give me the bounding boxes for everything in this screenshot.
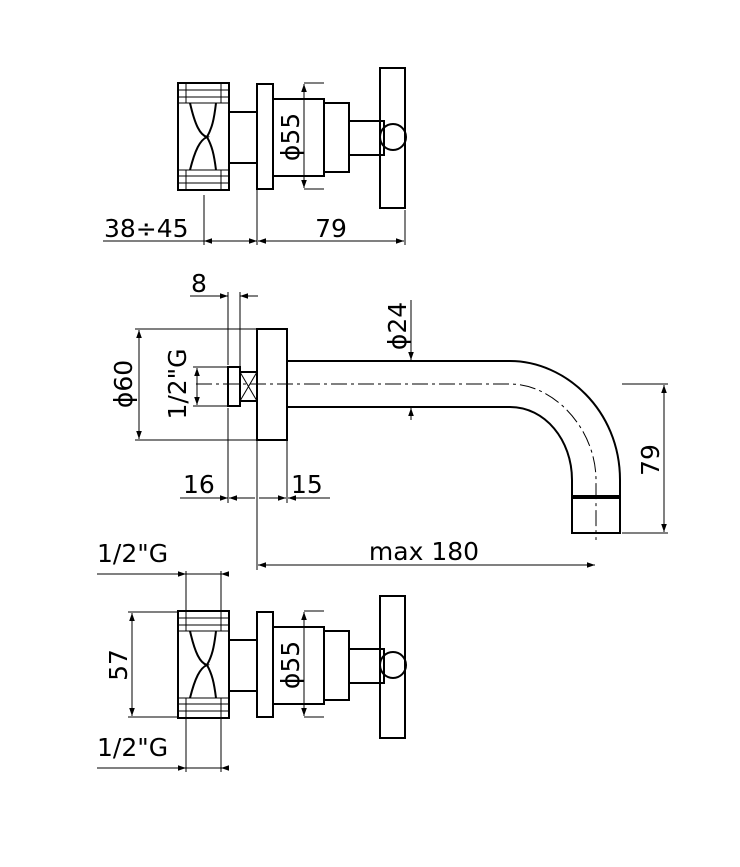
top-depth-label: 79 xyxy=(315,214,347,243)
mid-body-diameter-label: ϕ60 xyxy=(109,360,138,408)
mid-plate-thickness-label: 8 xyxy=(191,269,207,298)
mid-spout-length-label: max 180 xyxy=(369,537,479,566)
top-valve-view: ϕ55 38÷45 79 xyxy=(103,67,407,245)
bottom-diameter-label: ϕ55 xyxy=(276,641,305,689)
bottom-fitting xyxy=(177,610,257,719)
top-stem xyxy=(323,102,350,173)
mid-dim-left-label: 16 xyxy=(183,470,215,499)
middle-spout-view: 8 ϕ24 ϕ60 1/2"G 16 15 79 max 180 xyxy=(109,269,668,570)
mid-dim-right-label: 15 xyxy=(291,470,323,499)
bottom-valve-view: ϕ55 1/2"G 57 1/2"G xyxy=(97,539,407,772)
mid-spout-drop-label: 79 xyxy=(636,444,665,476)
mid-thread-label: 1/2"G xyxy=(163,348,192,419)
top-fitting xyxy=(177,82,257,191)
bottom-height-label: 57 xyxy=(104,649,133,681)
top-wall-plate xyxy=(256,83,274,190)
bottom-thread-bottom-label: 1/2"G xyxy=(97,733,168,762)
bottom-thread-top-label: 1/2"G xyxy=(97,539,168,568)
bottom-stem xyxy=(323,630,350,701)
top-diameter-label: ϕ55 xyxy=(276,113,305,161)
bottom-wall-plate xyxy=(256,611,274,718)
mid-spout xyxy=(287,360,621,533)
mid-fitting-nut xyxy=(227,366,241,407)
top-wall-range-label: 38÷45 xyxy=(104,214,189,243)
mid-spout-diameter-label: ϕ24 xyxy=(383,302,412,350)
